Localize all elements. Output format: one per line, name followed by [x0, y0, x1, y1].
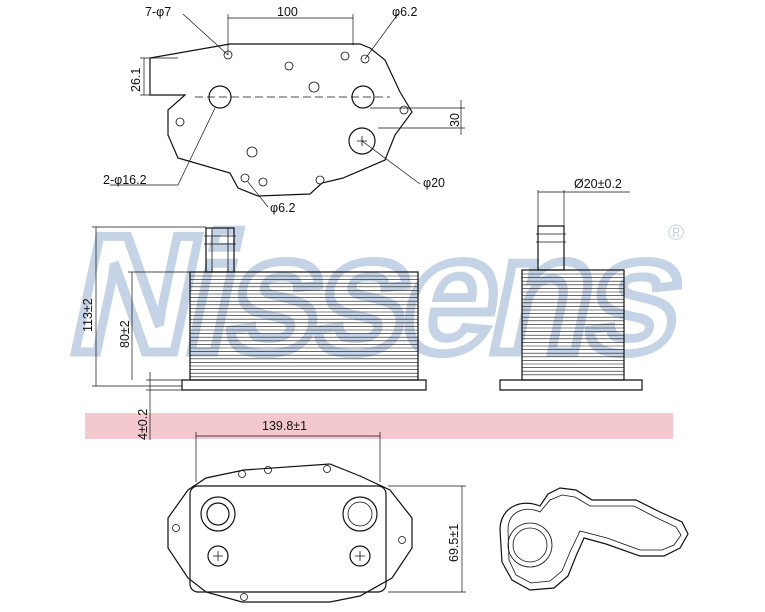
bottom-plate	[189, 485, 387, 593]
gasket-outer	[499, 487, 689, 591]
dim-height-26-1: 26.1	[129, 68, 143, 92]
bottom-view-outline	[167, 463, 413, 603]
bolt-hole	[172, 524, 180, 532]
gasket-inner	[507, 494, 682, 584]
gasket-ring	[512, 527, 548, 563]
bolt-hole	[238, 470, 246, 478]
top-view-outline	[149, 43, 413, 197]
bolt-hole	[398, 536, 406, 544]
side-view	[499, 190, 643, 391]
bolt-hole	[315, 175, 325, 185]
bolt-hole	[258, 177, 268, 187]
dim-height-80: 80±2	[118, 320, 132, 348]
brand-watermark: Nissens	[56, 200, 698, 388]
dim-pipe-diameter: Ø20±0.2	[574, 177, 622, 191]
dim-holes-small: 7-φ7	[145, 5, 171, 19]
registered-mark: ®	[668, 220, 684, 245]
dim-phi-20: φ20	[423, 176, 445, 190]
bolt-hole	[240, 593, 248, 601]
dim-width-139-8: 139.8±1	[262, 419, 307, 433]
dim-offset-30: 30	[448, 113, 462, 127]
bolt-hole	[264, 466, 272, 474]
dim-hole-spacing: 100	[277, 5, 298, 19]
watermark-band	[85, 413, 673, 439]
outlet-port	[348, 127, 376, 155]
dim-depth-69-5: 69.5±1	[447, 524, 461, 562]
dim-height-113: 113±2	[81, 298, 95, 332]
bolt-hole	[323, 465, 331, 473]
bottom-view	[167, 432, 466, 603]
cooling-fins-side	[522, 273, 624, 376]
cooling-fins-front	[190, 275, 418, 378]
front-view	[92, 226, 427, 440]
base-plate-side	[499, 379, 643, 391]
gasket	[499, 487, 689, 591]
small-hole	[308, 81, 320, 93]
base-plate-front	[181, 379, 427, 391]
dim-base-4: 4±0.2	[136, 409, 150, 440]
bolt-hole	[340, 51, 350, 61]
bolt-hole	[240, 173, 250, 183]
small-port	[207, 545, 229, 567]
dim-phi-6-2-top: φ6.2	[392, 5, 418, 19]
top-view	[110, 13, 465, 208]
large-port	[342, 496, 378, 532]
dim-phi-6-2-bottom: φ6.2	[270, 201, 296, 215]
large-port	[347, 501, 373, 527]
gasket-ring	[507, 522, 553, 568]
bolt-hole	[284, 61, 294, 71]
small-hole	[246, 146, 258, 158]
large-port	[200, 496, 236, 532]
dim-holes-large: 2-φ16.2	[103, 173, 147, 187]
bolt-hole	[399, 105, 409, 115]
small-port	[349, 545, 371, 567]
bolt-hole	[360, 54, 370, 64]
large-port	[206, 502, 230, 526]
bolt-hole	[175, 117, 185, 127]
